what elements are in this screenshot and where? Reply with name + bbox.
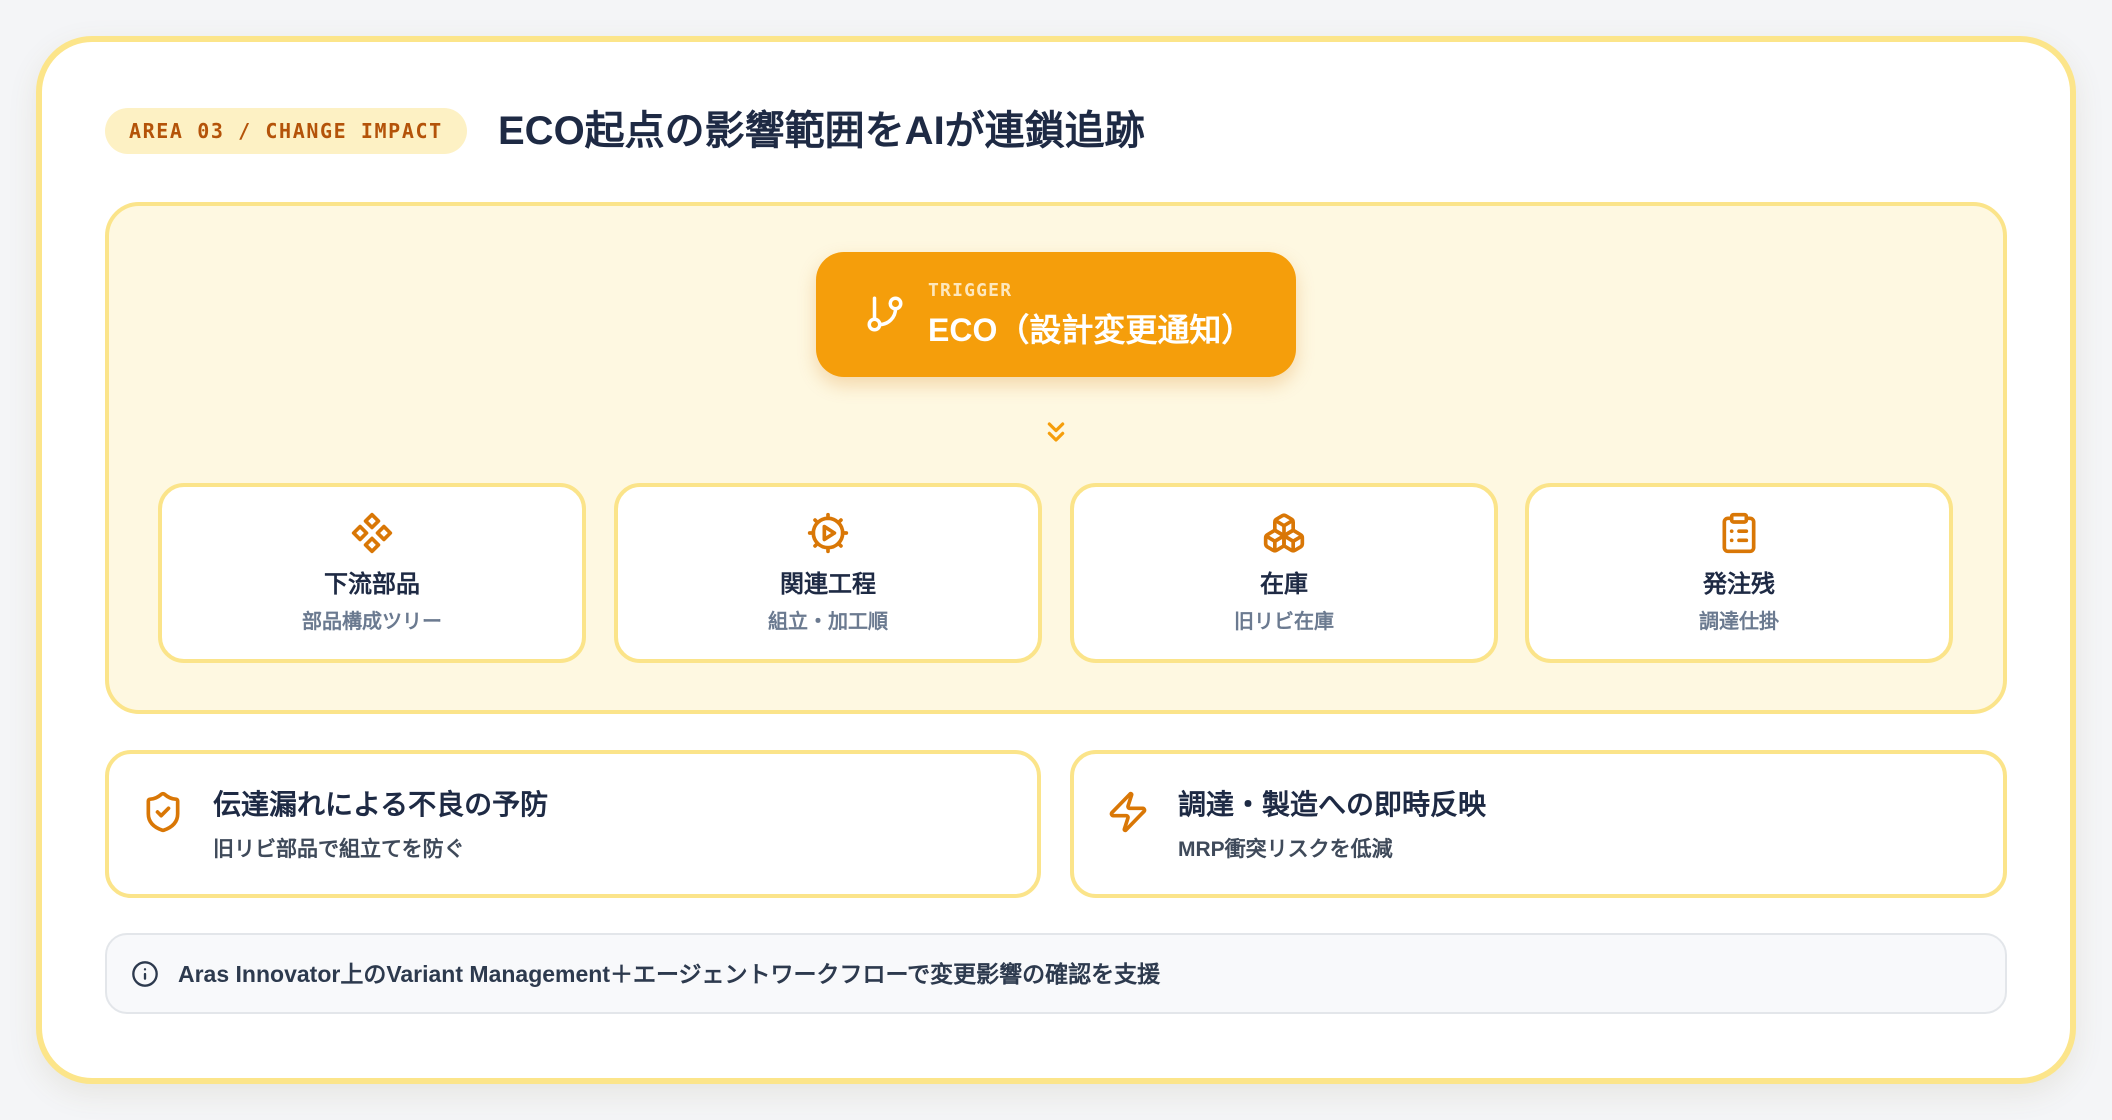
- impact-card-downstream-parts: 下流部品 部品構成ツリー: [158, 483, 586, 663]
- git-branch-icon: [864, 293, 906, 335]
- zap-icon: [1106, 790, 1150, 834]
- clipboard-list-icon: [1717, 511, 1761, 555]
- impact-card-open-orders: 発注残 調達仕掛: [1525, 483, 1953, 663]
- impact-card-related-process: 関連工程 組立・加工順: [614, 483, 1042, 663]
- benefit-title: 伝達漏れによる不良の予防: [213, 789, 549, 820]
- chevrons-down-icon: [1040, 416, 1072, 448]
- impact-subtitle: 調達仕掛: [1699, 611, 1779, 633]
- impact-title: 関連工程: [780, 571, 876, 598]
- impact-subtitle: 旧リビ在庫: [1234, 611, 1334, 633]
- impact-card-inventory: 在庫 旧リビ在庫: [1070, 483, 1498, 663]
- info-icon: [131, 960, 159, 988]
- benefit-title: 調達・製造への即時反映: [1178, 789, 1487, 820]
- benefit-subtitle: MRP衝突リスクを低減: [1178, 838, 1393, 861]
- trigger-title: ECO（設計変更通知）: [928, 312, 1254, 348]
- impact-title: 下流部品: [324, 571, 420, 598]
- benefit-card-immediate-reflection: 調達・製造への即時反映 MRP衝突リスクを低減: [1070, 750, 2007, 898]
- benefit-card-defect-prevention: 伝達漏れによる不良の予防 旧リビ部品で組立てを防ぐ: [105, 750, 1041, 898]
- trigger-box: TRIGGER ECO（設計変更通知）: [816, 252, 1296, 377]
- page-title: ECO起点の影響範囲をAIが連鎖追跡: [498, 109, 1145, 153]
- component-icon: [350, 511, 394, 555]
- area-badge: AREA 03 / CHANGE IMPACT: [105, 108, 467, 154]
- cog-play-icon: [806, 511, 850, 555]
- boxes-icon: [1262, 511, 1306, 555]
- impact-title: 在庫: [1260, 571, 1308, 598]
- shield-check-icon: [141, 790, 185, 834]
- benefit-subtitle: 旧リビ部品で組立てを防ぐ: [213, 838, 465, 861]
- impact-subtitle: 部品構成ツリー: [302, 611, 442, 633]
- impact-subtitle: 組立・加工順: [768, 611, 888, 633]
- trigger-label: TRIGGER: [928, 280, 1013, 301]
- impact-title: 発注残: [1703, 571, 1775, 598]
- info-note: Aras Innovator上のVariant Management＋エージェン…: [105, 933, 2007, 1014]
- info-note-text: Aras Innovator上のVariant Management＋エージェン…: [178, 961, 1161, 987]
